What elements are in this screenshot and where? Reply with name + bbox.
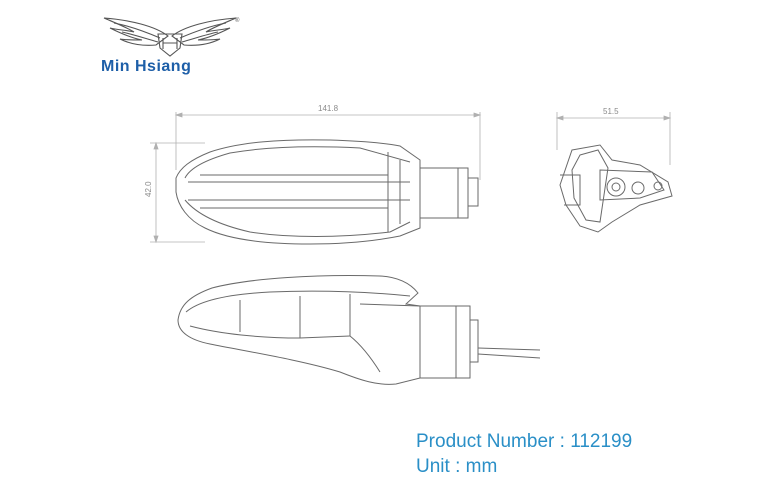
end-view-width-dimension bbox=[555, 112, 672, 165]
top-view-width-dimension bbox=[150, 141, 205, 244]
registered-mark: ® bbox=[235, 17, 240, 24]
top-view-length-label: 141.8 bbox=[318, 104, 339, 113]
unit-label: Unit : bbox=[416, 456, 461, 477]
brand-name: Min Hsiang bbox=[101, 58, 192, 75]
product-number-label: Product Number : bbox=[416, 431, 565, 452]
end-view-width-label: 51.5 bbox=[603, 107, 619, 116]
product-number-line: Product Number : 112199 bbox=[416, 431, 632, 453]
top-view-length-dimension bbox=[174, 112, 482, 180]
top-view bbox=[175, 139, 479, 245]
unit-value: mm bbox=[465, 456, 498, 477]
product-number-value: 112199 bbox=[570, 431, 633, 452]
winged-crest-icon: ® bbox=[103, 17, 240, 57]
top-view-width-label: 42.0 bbox=[144, 181, 153, 197]
end-view bbox=[559, 144, 673, 233]
unit-line: Unit : mm bbox=[416, 456, 497, 478]
side-view bbox=[177, 275, 541, 385]
